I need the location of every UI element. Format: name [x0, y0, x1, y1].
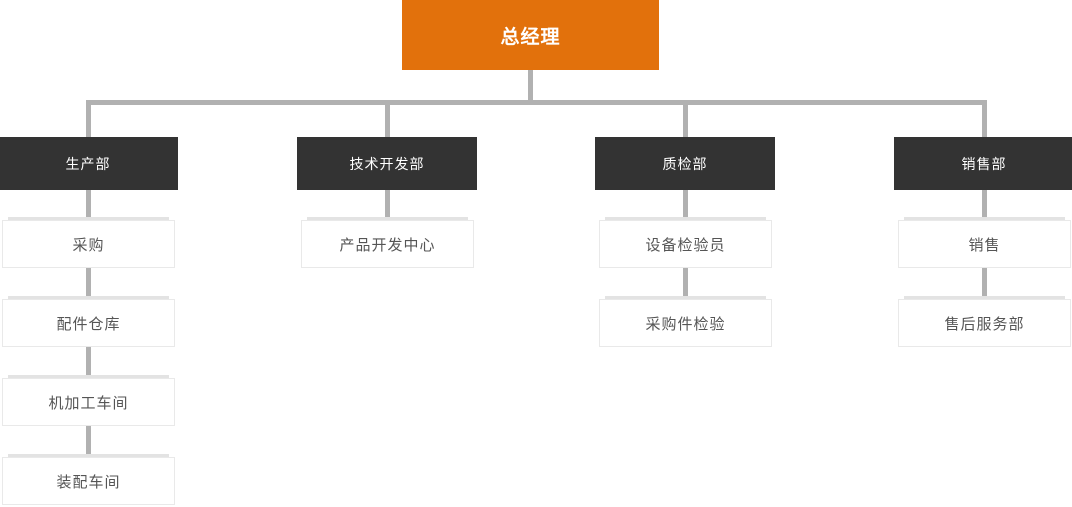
node-procurement: 采购	[2, 217, 175, 268]
connector-spine-production	[85, 105, 91, 460]
node-assembly-workshop: 装配车间	[2, 454, 175, 505]
node-equipment-inspector: 设备检验员	[599, 217, 772, 268]
node-tech-dev-dept: 技术开发部	[297, 137, 477, 190]
connector-spine-sales	[981, 105, 987, 302]
node-production-dept: 生产部	[0, 137, 178, 190]
node-parts-warehouse: 配件仓库	[2, 296, 175, 347]
node-after-sales-service: 售后服务部	[898, 296, 1071, 347]
node-sales-dept: 销售部	[894, 137, 1072, 190]
node-machining-workshop: 机加工车间	[2, 375, 175, 426]
connector-root-stub	[528, 69, 533, 100]
node-quality-dept: 质检部	[595, 137, 775, 190]
node-purchased-parts-inspection: 采购件检验	[599, 296, 772, 347]
node-product-dev-center: 产品开发中心	[301, 217, 474, 268]
connector-horizontal	[85, 100, 987, 105]
node-sales: 销售	[898, 217, 1071, 268]
node-general-manager: 总经理	[402, 0, 659, 70]
connector-spine-quality	[682, 105, 688, 302]
